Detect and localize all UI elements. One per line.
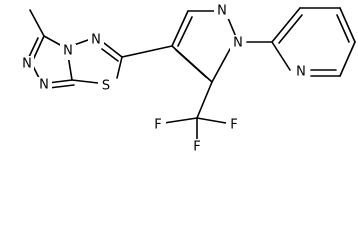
bond-c6-c4 <box>121 45 173 58</box>
atom-n-pyrazole-substituted: N <box>233 36 243 51</box>
bond-pyridine-n-c2 <box>271 41 291 71</box>
bond-pyridine-c2-c3-double <box>278 14 303 44</box>
bond-cf3-f-left <box>163 117 198 124</box>
bond-c5-cf3 <box>196 81 213 119</box>
bond-pyridine-c4-c5-double <box>336 14 350 43</box>
bond-thiadiazole-n-c6 <box>103 42 123 58</box>
bond-pyrazole-c4-c3-double <box>177 16 193 47</box>
bond-triazole-nbridge-c3 <box>43 35 63 47</box>
bond-thiadiazole-s-c8a <box>71 79 99 84</box>
atom-s-thiadiazole: S <box>102 79 110 94</box>
atom-n-triazole-top: N <box>91 33 101 48</box>
atom-f-left: F <box>154 118 161 133</box>
bond-pyridine-c5-c6 <box>339 41 356 77</box>
bond-pyridine-c4-c5 <box>339 7 356 43</box>
bond-pyrazole-n2-n1 <box>227 17 237 38</box>
bond-triazole-c3-n2-double <box>27 37 39 60</box>
atom-labels: N N N N S N N N F F F <box>18 3 309 155</box>
bond-thiadiazole-n-c6-double <box>101 48 119 62</box>
bonds <box>27 7 356 142</box>
bond-triazole-c3-n2 <box>32 35 45 61</box>
atom-n-triazole-bottom: N <box>39 78 49 93</box>
bond-pyrazole-c4-c3 <box>171 10 189 47</box>
atom-f-right: F <box>230 118 237 133</box>
bond-cf3-f-right <box>196 117 227 124</box>
bond-methyl <box>29 9 45 37</box>
bond-triazole-n1-c8a-double <box>48 84 75 89</box>
atom-n-triazole-bridge: N <box>63 44 73 59</box>
molecule-structure-diagram: N N N N S N N N F F F <box>18 3 356 155</box>
bond-thiadiazole-c6-s <box>116 56 123 79</box>
atom-n-pyridine: N <box>296 65 306 80</box>
bond-pyrazole-n1-c5 <box>211 48 231 83</box>
bond-thiadiazole-nbridge-n <box>73 39 89 46</box>
atom-n-pyrazole-top: N <box>217 4 227 19</box>
bond-pyrazole-c5-c4-double <box>175 49 207 78</box>
atom-n-triazole-left: N <box>22 57 32 72</box>
bond-pyridine-c2-c3 <box>271 7 301 43</box>
atom-f-top: F <box>193 140 200 155</box>
